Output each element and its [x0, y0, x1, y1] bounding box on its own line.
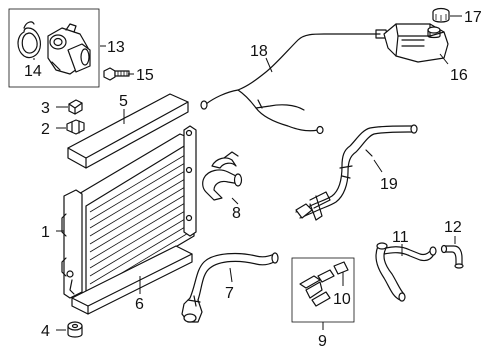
callout-17: 17: [464, 9, 482, 26]
leader-16: [439, 53, 449, 65]
callout-6: 6: [135, 296, 144, 313]
callout-2: 2: [41, 121, 50, 138]
insulator-icon: [67, 321, 83, 338]
leader-8: [231, 197, 239, 205]
upper-hose-icon: [202, 151, 243, 201]
reservoir-cap-icon: [432, 7, 450, 23]
callout-18: 18: [250, 43, 268, 60]
callout-15: 15: [136, 67, 154, 84]
overflow-hose-icon: [440, 244, 464, 269]
callout-7: 7: [225, 285, 234, 302]
reservoir-icon: [383, 23, 449, 63]
bypass-hose-icon: [295, 124, 418, 221]
callout-14: 14: [24, 63, 42, 80]
lower-hose-icon: [181, 252, 279, 323]
lower-seal-icon: [71, 245, 193, 315]
callout-8: 8: [232, 205, 241, 222]
callout-13: 13: [107, 39, 125, 56]
callout-4: 4: [41, 323, 50, 340]
leader-7: [229, 267, 233, 283]
thermostat-group-box: [8, 8, 100, 88]
bracket-icon: [66, 119, 85, 135]
leader-lines: [33, 15, 462, 331]
callout-10: 10: [333, 291, 351, 308]
radiator-icon: [61, 125, 197, 301]
callout-11: 11: [392, 229, 409, 246]
callout-5: 5: [119, 93, 128, 110]
upper-seal-icon: [67, 93, 189, 169]
heater-hose-icon: [375, 242, 437, 302]
callout-12: 12: [444, 219, 462, 236]
callout-16: 16: [450, 67, 468, 84]
callout-3: 3: [41, 100, 50, 117]
callout-9: 9: [318, 333, 327, 350]
clip-icon: [68, 99, 83, 115]
thermostat-housing-icon: [47, 23, 91, 75]
leader-18: [265, 57, 273, 73]
vent-hose-icon: [200, 29, 389, 135]
hose-kit-icon: [299, 261, 349, 307]
callout-1: 1: [41, 224, 50, 241]
bolt-icon: [103, 67, 130, 81]
callout-19: 19: [380, 176, 398, 193]
leader-19: [373, 159, 383, 173]
gasket-icon: [17, 21, 41, 59]
callout-numbers: 1 2 3 4 5 6 7 8 9 10 11 12 13 14 15 16 1…: [24, 9, 482, 350]
